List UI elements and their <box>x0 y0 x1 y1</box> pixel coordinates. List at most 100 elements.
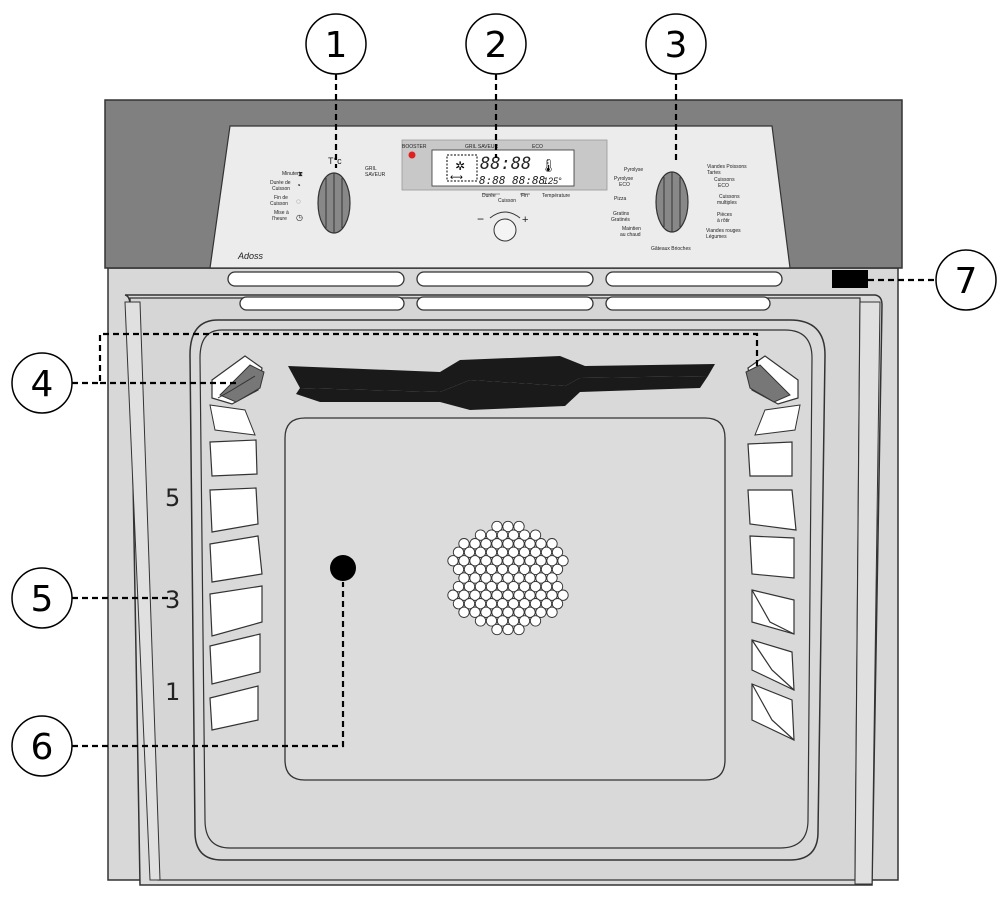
adjust-knob[interactable] <box>493 218 517 242</box>
saveur-label: SAVEUR <box>365 172 386 178</box>
cuisson-label: Cuisson <box>498 198 516 204</box>
fan-hole <box>535 589 547 601</box>
fan-grille <box>447 520 569 636</box>
svg-text:1: 1 <box>325 25 348 66</box>
shelf-level-1: 1 <box>165 678 180 706</box>
fan-hole <box>507 615 520 627</box>
fan-hole <box>496 598 509 610</box>
fan-hole <box>513 520 525 533</box>
fan-hole <box>480 589 492 601</box>
fan-hole <box>485 598 498 610</box>
callouts: 1 2 3 4 5 6 7 <box>11 13 997 777</box>
fin-cuisson-label-1: Fin de <box>274 195 288 201</box>
fan-hole <box>540 580 553 593</box>
minuterie-label: Minuterie <box>282 171 303 177</box>
fan-hole <box>546 538 558 550</box>
tartes-label: Tartes <box>707 170 721 176</box>
fan-hole <box>551 563 564 576</box>
pyrolyse-eco-label-1: Pyrolyse <box>614 176 633 182</box>
cuissons-multiples-label-1: Cuissons <box>719 194 740 200</box>
fan-hole <box>513 606 525 618</box>
fan-hole <box>507 546 520 558</box>
gateaux-brioches-label: Gâteaux Brioches <box>651 246 691 252</box>
fan-hole <box>452 546 465 558</box>
fan-hole <box>458 538 470 550</box>
fan-hole <box>518 580 531 593</box>
gratins-label: Gratins <box>613 211 630 217</box>
fan-hole <box>491 572 503 584</box>
fan-hole <box>502 555 514 567</box>
fan-hole <box>524 606 536 618</box>
fan-hole <box>463 546 476 558</box>
fan-hole <box>524 555 536 567</box>
au-chaud-label: au chaud <box>620 232 641 238</box>
fan-hole <box>535 572 547 584</box>
fan-hole <box>491 538 503 550</box>
shelf-level-5: 5 <box>165 484 180 512</box>
fan-hole <box>485 615 498 627</box>
fan-hole <box>529 598 542 610</box>
temperature-label: Température <box>542 193 570 199</box>
fan-hole <box>458 555 470 567</box>
leader-lines <box>72 74 936 748</box>
duree-cuisson-label-1: Durée de <box>270 180 291 186</box>
right-rails <box>747 441 797 741</box>
fan-hole <box>496 546 509 558</box>
fan-hole <box>447 555 459 567</box>
fan-hole <box>546 555 558 567</box>
fan-hole <box>485 546 498 558</box>
thermometer-icon: 🌡 <box>540 158 557 174</box>
fan-hole <box>474 529 487 541</box>
fan-hole <box>524 589 536 601</box>
fan-hole <box>469 572 481 584</box>
fan-hole <box>469 589 481 601</box>
fan-hole <box>463 563 476 576</box>
pyrolyse-label: Pyrolyse <box>624 167 643 173</box>
fan-hole <box>513 623 525 636</box>
callout-7: 7 <box>935 249 997 311</box>
fan-hole <box>546 589 558 601</box>
end-clock-icon: ◌ <box>296 197 301 206</box>
display-temp-value: 125° <box>543 176 562 186</box>
pyrolyse-eco-label-2: ECO <box>619 182 630 188</box>
fan-hole <box>474 563 487 576</box>
fan-hole <box>469 538 481 550</box>
svg-text:7: 7 <box>955 261 978 302</box>
callout-3: 3 <box>645 13 707 75</box>
fan-hole <box>502 538 514 550</box>
fan-hole <box>502 623 514 636</box>
fan-hole <box>546 606 558 618</box>
pieces-rotir-label-1: Pièces <box>717 212 733 218</box>
fan-hole <box>513 589 525 601</box>
maintien-label: Maintien <box>622 226 641 232</box>
fan-hole <box>491 606 503 618</box>
fan-hole <box>518 563 531 576</box>
arrows-icon: ⟷ <box>450 173 463 183</box>
fan-hole <box>529 615 542 627</box>
fan-hole <box>491 623 503 636</box>
fan-hole <box>507 563 520 576</box>
fan-hole <box>513 572 525 584</box>
shelf-levels: 5 3 1 <box>165 484 180 706</box>
fan-hole <box>502 572 514 584</box>
fan-hole <box>474 580 487 593</box>
fan-hole <box>447 589 459 601</box>
fin-cuisson-label-2: Cuisson <box>270 201 288 207</box>
gril-label: GRIL <box>365 166 377 172</box>
fan-hole <box>502 606 514 618</box>
gratines-label: Gratinés <box>611 217 630 223</box>
fan-hole <box>551 546 564 558</box>
fan-hole <box>551 580 564 593</box>
callout-6: 6 <box>11 715 73 777</box>
fan-hole <box>507 598 520 610</box>
fan-hole <box>529 546 542 558</box>
gril-saveur-label: GRIL SAVEUR <box>465 144 498 150</box>
fan-hole <box>557 589 569 601</box>
fan-hole <box>474 546 487 558</box>
fan-hole <box>491 589 503 601</box>
legumes-label: Légumes <box>706 234 727 240</box>
fan-hole <box>452 563 465 576</box>
power-led <box>408 151 416 159</box>
